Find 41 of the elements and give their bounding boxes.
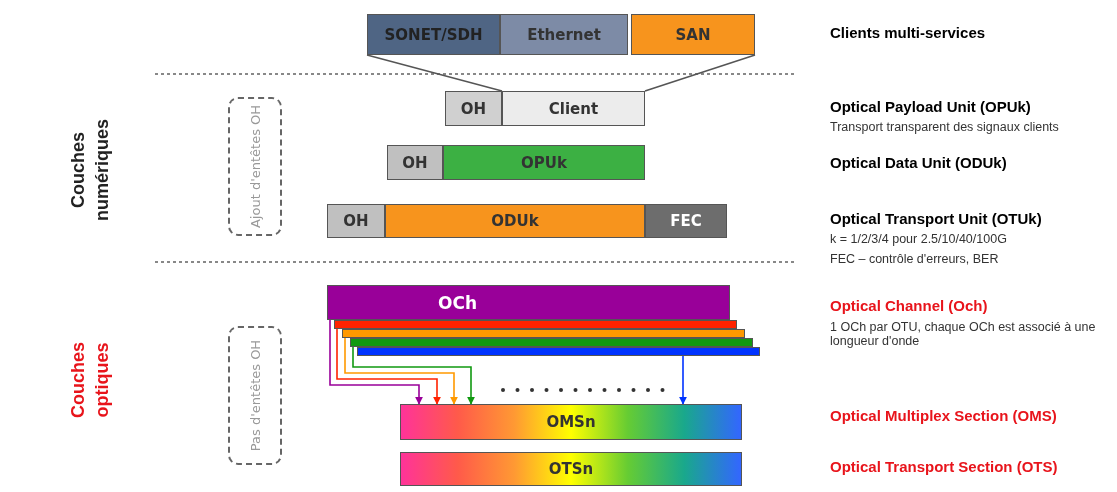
description-text: k = 1/2/3/4 pour 2.5/10/40/100G — [830, 232, 1008, 246]
layer-title: Optical Transport Unit (OTUk) — [830, 210, 1043, 227]
frame-field: OPUk — [443, 145, 645, 180]
channel-bar — [342, 329, 745, 338]
channel-bar: OCh — [327, 285, 730, 320]
arrow — [679, 355, 687, 405]
layer-heading: Couches numériques — [67, 118, 113, 223]
description-text: 1 OCh par OTU, chaque OCh est associé à une longueur d'onde — [830, 320, 1097, 348]
channel-bar: OTSn — [400, 452, 742, 486]
arrow — [329, 319, 423, 405]
layer-title: Clients multi-services — [830, 24, 987, 41]
description-text: FEC – contrôle d'erreurs, BER — [830, 252, 1000, 266]
frame-field: SAN — [631, 14, 755, 55]
frame-field: Client — [502, 91, 645, 126]
connector-line — [366, 54, 503, 92]
frame-field: OH — [387, 145, 443, 180]
channel-bar — [357, 347, 760, 356]
channel-bar: OMSn — [400, 404, 742, 440]
description-text: Transport transparent des signaux clients — [830, 120, 1060, 134]
channel-bar — [334, 320, 737, 329]
dashed-note-box — [228, 326, 282, 465]
arrow — [344, 337, 458, 405]
layer-title: Optical Multiplex Section (OMS) — [830, 407, 1058, 424]
frame-field: OH — [327, 204, 385, 238]
frame-field: SONET/SDH — [367, 14, 500, 55]
frame-field: ODUk — [385, 204, 645, 238]
connector-line — [644, 54, 756, 92]
layer-title: Optical Payload Unit (OPUk) — [830, 98, 1032, 115]
note-text: Pas d'entêtes OH — [247, 338, 263, 454]
dashed-note-box — [228, 97, 282, 236]
frame-field: FEC — [645, 204, 727, 238]
frame-field: OH — [445, 91, 502, 126]
channel-bar — [350, 338, 753, 347]
note-text: Ajout d'entêtes OH — [247, 103, 263, 231]
frame-field: Ethernet — [500, 14, 628, 55]
layer-heading: Couches optiques — [67, 341, 113, 420]
layer-title: Optical Transport Section (OTS) — [830, 458, 1059, 475]
layer-title: Optical Channel (Och) — [830, 297, 989, 314]
layer-title: Optical Data Unit (ODUk) — [830, 154, 1008, 171]
arrow — [336, 328, 441, 405]
arrow — [352, 346, 475, 405]
